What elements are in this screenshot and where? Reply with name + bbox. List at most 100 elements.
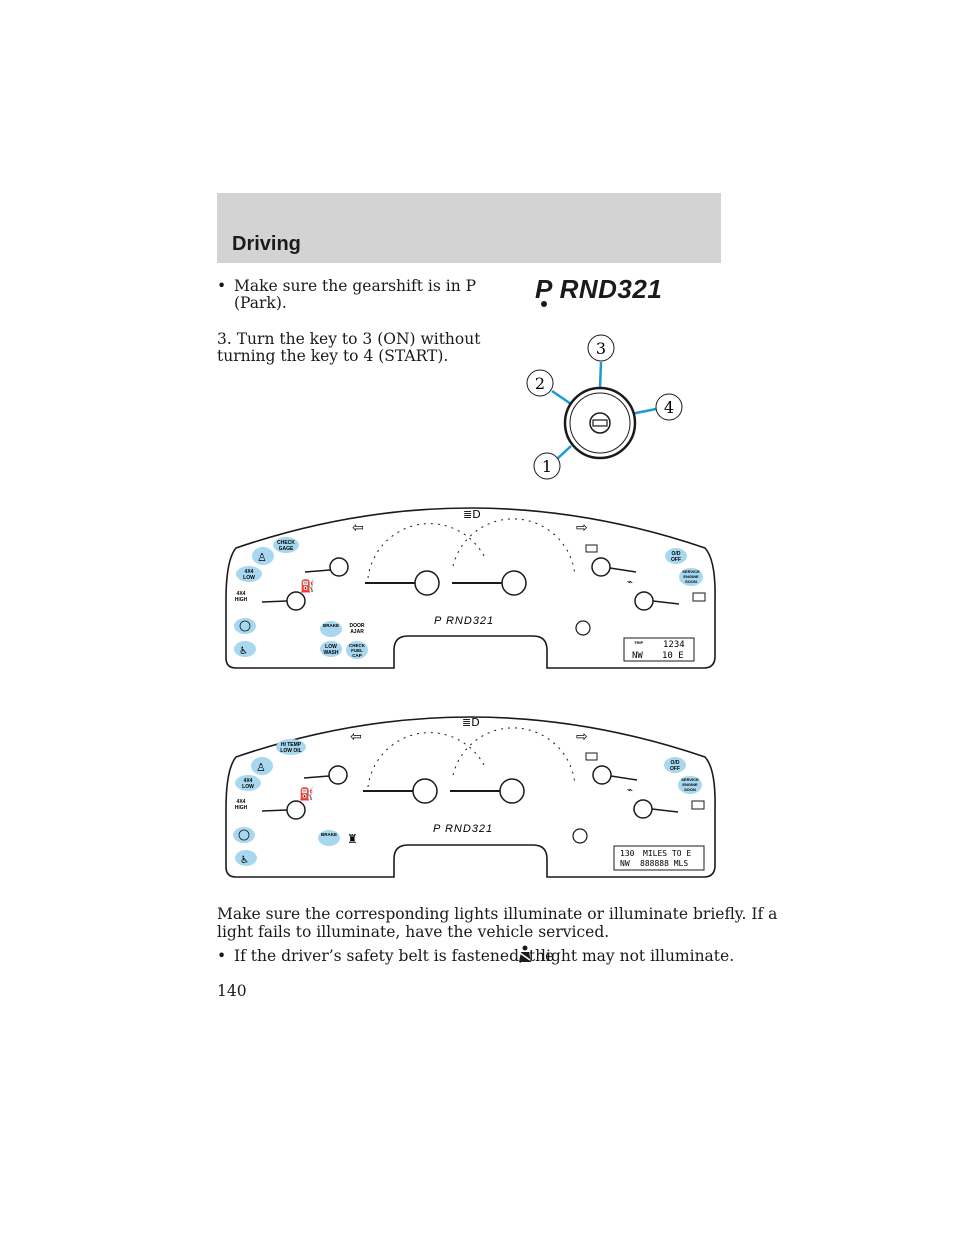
- fuel-icon: ⛽: [300, 579, 315, 593]
- left-turn-icon-2: ⇦: [350, 729, 362, 745]
- four-low-line2: LOW: [243, 575, 255, 581]
- four-low-line1: 4X4: [245, 569, 254, 575]
- od-off-line1: O/D: [672, 551, 681, 557]
- ignition-position-3: 3: [596, 339, 606, 358]
- check-fuel-cap-line2: FUEL: [351, 648, 363, 653]
- ignition-position-1: 1: [542, 457, 552, 476]
- ignition-position-2-marker: [526, 369, 554, 397]
- high-beam-icon: ≣D: [463, 508, 481, 521]
- hi-temp-line1: HI TEMP: [281, 742, 302, 748]
- door-ajar-line2: AJAR: [350, 629, 364, 635]
- check-fuel-cap-lamp: [346, 641, 368, 659]
- service-engine2-line3: SOON: [684, 787, 696, 792]
- bullet1-line1: Make sure the gearshift is in P: [234, 277, 477, 295]
- low-wash-lamp: [320, 641, 342, 657]
- bullet2-pre: If the driver’s safety belt is fastened,…: [234, 947, 555, 965]
- oil-icon: ⌁: [627, 577, 633, 588]
- ignition-position-1-marker: [533, 452, 561, 480]
- airbag-lamp-2: [235, 850, 257, 866]
- check-fuel-cap-line3: CAP: [352, 653, 362, 658]
- abs-lamp: [234, 618, 256, 634]
- ignition-position-4: 4: [664, 398, 674, 417]
- door-ajar-line1: DOOR: [350, 623, 365, 629]
- battery-icon: [585, 544, 598, 553]
- cluster1-message-display: [623, 637, 695, 662]
- right-turn-icon: ⇨: [576, 520, 588, 536]
- four-high2-line1: 4X4: [237, 799, 246, 805]
- fuel-icon-2: ⛽: [299, 787, 314, 801]
- brake-label-2: BRAKE: [321, 832, 337, 837]
- ignition-position-4-marker: [655, 393, 683, 421]
- step3-line1: 3. Turn the key to 3 (ON) without: [217, 330, 481, 348]
- bullet2-glyph: •: [217, 947, 227, 965]
- check-fuel-cap-line1: CHECK: [349, 643, 366, 648]
- seatbelt-icon: ♙: [257, 551, 267, 564]
- check-gage-lamp: [273, 537, 299, 553]
- abs-lamp-2: [233, 827, 255, 843]
- seatbelt-icon-2: ♙: [256, 761, 266, 774]
- ignition-position-2: 2: [535, 374, 545, 393]
- step3-line2: turning the key to 4 (START).: [217, 347, 449, 365]
- service-engine-line1: SERVICE: [682, 569, 700, 574]
- high-beam-icon-2: ≣D: [462, 716, 480, 729]
- seatbelt-icon-inline: [519, 945, 531, 962]
- brake-label: BRAKE: [323, 623, 339, 628]
- check-gage-line1: CHECK: [277, 540, 295, 546]
- left-turn-icon: ⇦: [352, 520, 364, 536]
- oil-icon-2: ⌁: [627, 785, 633, 796]
- charging-icon: [692, 592, 706, 602]
- four-low-lamp-2: [235, 775, 261, 791]
- page-number: 140: [217, 982, 247, 1000]
- battery-icon-2: [585, 752, 598, 761]
- check-gage-line2: GAGE: [279, 546, 294, 552]
- seatbelt-lamp: [252, 547, 274, 565]
- cluster2-display-top-left: 130: [620, 849, 635, 858]
- hi-temp-line2: LOW OIL: [280, 748, 301, 754]
- cluster1-display-top: 1234: [663, 640, 685, 650]
- bullet1-line2: (Park).: [234, 294, 287, 312]
- charging-icon-2: [691, 800, 705, 810]
- airbag-lamp: [234, 641, 256, 657]
- four-low2-line1: 4X4: [244, 778, 253, 784]
- section-title: Driving: [232, 233, 301, 255]
- cluster1-trip-label: TRIP: [634, 640, 643, 645]
- speed-control-icon: ♜: [347, 832, 358, 846]
- seatbelt-lamp-2: [251, 757, 273, 775]
- brake-lamp-2: [318, 830, 340, 846]
- header-band: [217, 193, 721, 263]
- od-off-line2: OFF: [671, 557, 681, 563]
- ignition-position-3-marker: [587, 334, 615, 362]
- gear-selected-dot: [541, 301, 547, 307]
- four-high2-line2: HIGH: [235, 805, 248, 811]
- od-off2-line2: OFF: [670, 766, 680, 772]
- service-engine-lamp: [679, 568, 703, 586]
- cluster2-message-display: [613, 845, 705, 871]
- hi-temp-lamp: [276, 739, 306, 755]
- service-engine-line3: SOON: [685, 579, 697, 584]
- four-high-line2: HIGH: [235, 597, 248, 603]
- cluster1-display-bottom-left: NW: [632, 651, 643, 661]
- four-high-line1: 4X4: [237, 591, 246, 597]
- bullet-glyph: •: [217, 277, 227, 295]
- service-engine2-line2: ENGINE: [682, 782, 698, 787]
- cluster2-display-top: MILES TO E: [643, 849, 691, 858]
- cluster2-prnd: P RND321: [433, 823, 493, 835]
- service-engine-lamp-2: [678, 776, 702, 794]
- paragraph-line1: Make sure the corresponding lights illum…: [217, 905, 778, 923]
- service-engine-line2: ENGINE: [683, 574, 699, 579]
- service-engine2-line1: SERVICE: [681, 777, 699, 782]
- cluster2-display-bottom-right: 888888 MLS: [640, 859, 688, 868]
- od-off2-line1: O/D: [671, 760, 680, 766]
- bullet2-post: light may not illuminate.: [541, 947, 735, 965]
- cluster1-display-bottom-right: 10 E: [662, 651, 684, 661]
- four-low2-line2: LOW: [242, 784, 254, 790]
- airbag-icon-2: ♿: [240, 855, 249, 866]
- od-off-lamp: [665, 548, 687, 564]
- right-turn-icon-2: ⇨: [576, 729, 588, 745]
- od-off-lamp-2: [664, 757, 686, 773]
- airbag-icon: ♿: [239, 646, 248, 657]
- gear-indicator: P RND321: [535, 274, 663, 304]
